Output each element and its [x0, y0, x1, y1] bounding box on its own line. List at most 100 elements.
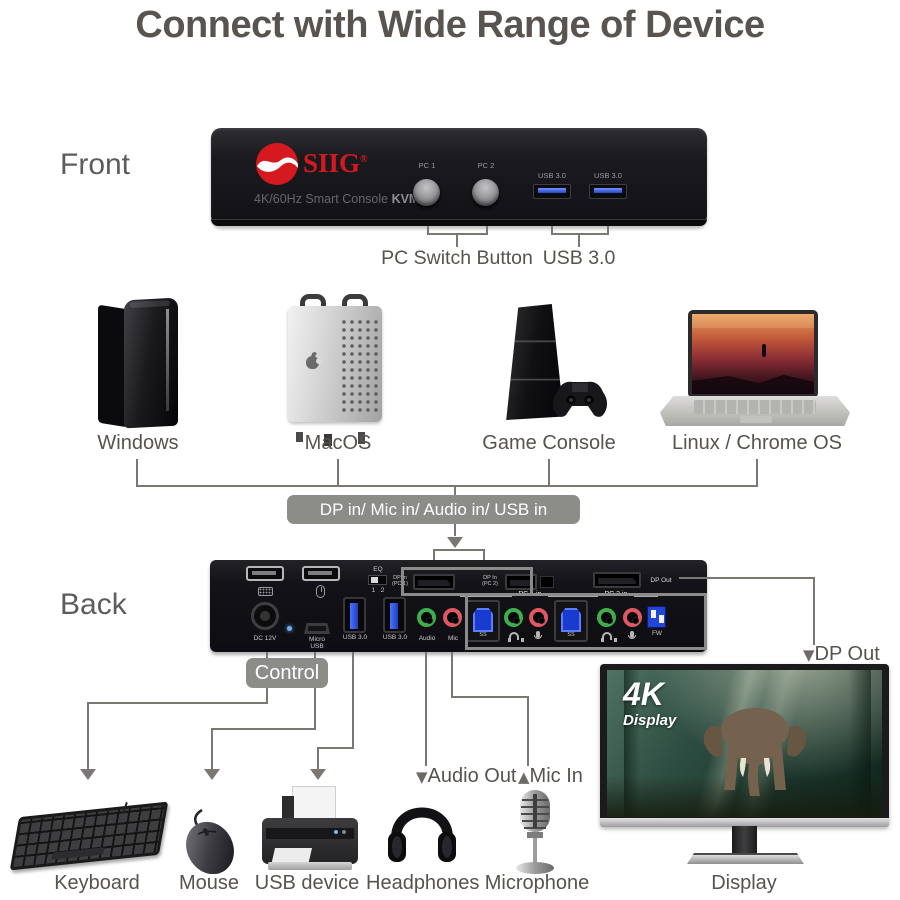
game-console-image: [487, 300, 617, 430]
audio-jack-label: Audio: [418, 635, 436, 642]
pc-switch-callout: PC Switch Button: [381, 247, 533, 269]
windows-label: Windows: [97, 432, 179, 454]
kvm-front-panel: SIIG® 4K/60Hz Smart Console KVM PC 1 PC …: [211, 128, 707, 226]
display-label: Display: [711, 872, 777, 894]
game-controller-icon: [552, 381, 608, 417]
usb-device-label: USB device: [254, 872, 360, 894]
front-section-label: Front: [60, 148, 131, 181]
dp-in2-port: [505, 574, 537, 590]
keyboard-image: [6, 801, 174, 874]
back-usb-mouse-port: [302, 566, 340, 581]
windows-tower-image: [92, 295, 192, 433]
front-panel-base: [211, 219, 707, 226]
arrow-down-icon: [204, 769, 220, 780]
front-usb1-port: [533, 184, 571, 199]
back-usb-keyboard-port: [246, 566, 284, 581]
back-usb3-port1: [343, 597, 366, 633]
dp-out-callout: ▼DP Out: [803, 643, 880, 665]
fw-dip-switch: [647, 606, 666, 628]
mouse-icon: [316, 585, 325, 598]
pc2-switch-button: [472, 179, 499, 206]
up-arrow-icon: ▲: [518, 768, 530, 786]
pc1-ss-usb-icon: SS: [479, 632, 487, 638]
back-section-label: Back: [60, 588, 127, 621]
pc2-usb-b-port: [554, 600, 588, 642]
siig-logo-icon: [255, 142, 299, 186]
monitor-stand-base: [687, 853, 804, 864]
back-usb3-port2: [383, 597, 406, 633]
mouse-label: Mouse: [178, 872, 240, 894]
microphone-image: [503, 788, 567, 878]
printer-image: [262, 786, 358, 878]
pc1-mic-jack: [529, 608, 548, 627]
dp-out-port-label: DP Out: [650, 577, 672, 584]
pc1-headphone-icon: [508, 632, 519, 642]
laptop-image: [660, 310, 850, 432]
brand-text: SIIG®: [303, 148, 368, 178]
input-summary-box: DP in/ Mic in/ Audio in/ USB in: [287, 495, 580, 524]
power-led: [287, 626, 292, 631]
eq-positions: 1 2: [371, 587, 385, 594]
mac-pro-image: [280, 294, 390, 446]
dp-in2-label: DP In(PC 2): [482, 575, 498, 588]
down-arrow-icon: ▼: [416, 768, 428, 786]
game-console-label: Game Console: [482, 432, 616, 454]
elephant-image: [703, 707, 807, 796]
monitor-chin: [600, 818, 889, 827]
audio-out-jack: [417, 608, 436, 627]
pc2-headphone-icon: [601, 632, 612, 642]
page-title: Connect with Wide Range of Device: [135, 4, 765, 46]
arrow-down-icon: [447, 537, 463, 548]
pc2-ss-usb-icon: SS: [567, 632, 575, 638]
pc2-headphone-jack: [597, 608, 616, 627]
dc-power-jack: [251, 602, 279, 630]
eq-label: EQ: [373, 566, 383, 573]
usb-callout: USB 3.0: [542, 247, 616, 269]
screen-4k-badge: 4K: [623, 676, 664, 712]
pc1-switch-button: [413, 179, 440, 206]
registered-mark: ®: [360, 154, 368, 165]
mic-in-jack: [443, 608, 462, 627]
headphones-label: Headphones: [366, 872, 480, 894]
mic-jack-label: Mic: [447, 635, 459, 642]
eq-switch: [368, 575, 387, 585]
down-arrow-icon: ▼: [803, 646, 815, 664]
monitor-image: 4K Display: [600, 664, 889, 827]
keyboard-label: Keyboard: [54, 872, 140, 894]
pc1-headphone-jack: [504, 608, 523, 627]
back-usb3-label1: USB 3.0: [342, 634, 368, 641]
mic-in-callout: ▲Mic In: [518, 765, 583, 787]
dp-in1-port: [413, 574, 455, 590]
mouse-image: [172, 806, 244, 875]
monitor-screen: 4K Display: [607, 670, 882, 817]
pc2-mic-jack: [623, 608, 642, 627]
pc1-button-label: PC 1: [418, 161, 436, 170]
pc-in-highlight: [465, 593, 707, 650]
microphone-label: Microphone: [484, 872, 590, 894]
micro-usb-port: [304, 623, 330, 634]
macos-label: MacOS: [304, 432, 372, 454]
front-usb2-port: [589, 184, 627, 199]
back-usb3-label2: USB 3.0: [382, 634, 408, 641]
arrow-down-icon: [310, 769, 326, 780]
pc2-button-label: PC 2: [477, 161, 495, 170]
screen-display-badge: Display: [623, 712, 677, 729]
keyboard-icon: [258, 587, 273, 596]
dp-in-highlight: [401, 567, 533, 596]
front-usb2-label: USB 3.0: [594, 171, 622, 180]
audio-out-callout: ▼Audio Out: [416, 765, 517, 787]
dp-out-port: [593, 572, 641, 588]
arrow-down-icon: [80, 769, 96, 780]
linux-chromeos-label: Linux / Chrome OS: [671, 432, 843, 454]
apple-logo-icon: [306, 351, 322, 369]
model-text: 4K/60Hz Smart Console KVM: [254, 192, 420, 206]
fw-label: FW: [651, 630, 663, 637]
front-usb1-label: USB 3.0: [538, 171, 566, 180]
dp-in1-label: DP In(PC 1): [392, 575, 408, 588]
monitor-stand-neck: [732, 826, 757, 854]
control-box: Control: [246, 658, 328, 688]
dc-label: DC 12V: [253, 635, 277, 642]
